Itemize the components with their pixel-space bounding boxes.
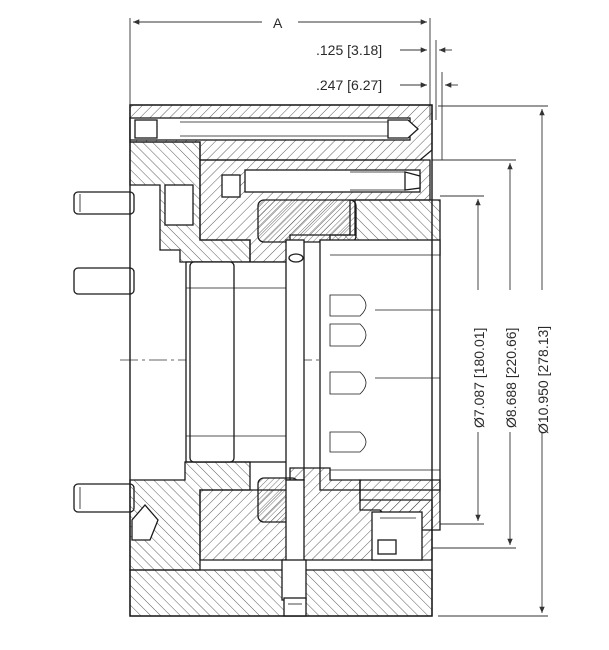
dimension-a-label: A [273, 15, 283, 31]
dimension-offset-small: .125 [3.18] [316, 40, 452, 120]
spring-pocket-upper [257, 199, 357, 243]
chuck-outline [129, 104, 433, 617]
dimension-dia-inner-label: Ø7.087 [180.01] [471, 328, 487, 428]
dimension-offset-large-label: .247 [6.27] [316, 77, 382, 93]
dimension-dia-outer-label: Ø10.950 [278.13] [535, 326, 551, 434]
dimension-a: A [129, 15, 431, 120]
dimension-dia-outer: Ø10.950 [278.13] [535, 109, 551, 613]
dimension-dia-inner: Ø7.087 [180.01] [471, 199, 487, 521]
lock-screw-lower [371, 511, 423, 561]
cap-screw-upper [129, 117, 419, 141]
drain-channel-lower [281, 479, 307, 617]
piston-rod [285, 239, 305, 481]
mounting-studs [73, 191, 135, 513]
wedge-recess-lower [131, 504, 159, 541]
collet-fingers [319, 239, 441, 491]
dimension-dia-middle: Ø8.688 [220.66] [503, 163, 519, 545]
dimension-offset-large: .247 [6.27] [316, 72, 458, 160]
central-bore [185, 261, 293, 463]
dimension-offset-small-label: .125 [3.18] [316, 42, 382, 58]
dimension-dia-middle-label: Ø8.688 [220.66] [503, 328, 519, 428]
set-screw-upper [244, 169, 421, 193]
